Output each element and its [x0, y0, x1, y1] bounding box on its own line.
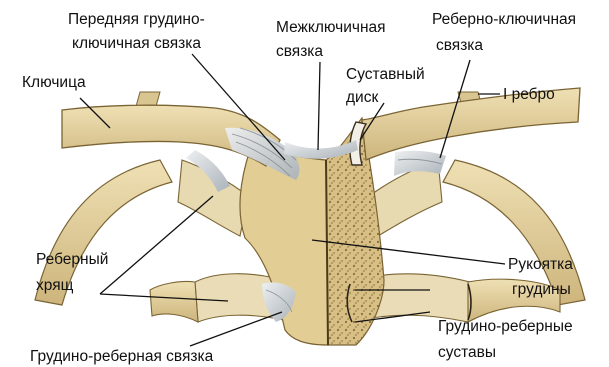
left-lower-rib: [150, 281, 198, 322]
label-sternocostal-ligament: Грудино-реберная связка: [30, 348, 214, 365]
label-sternocostal-joints-line2: суставы: [438, 344, 496, 361]
label-manubrium-line2: грудины: [512, 281, 571, 298]
label-anterior-ligament-line2: ключичная связка: [72, 35, 201, 52]
label-costal-cartilage-line2: хрящ: [36, 277, 74, 294]
label-anterior-ligament-line1: Передняя грудино-: [68, 11, 205, 28]
label-clavicle: Ключица: [22, 74, 86, 91]
label-costoclavicular-line1: Реберно-ключичная: [432, 11, 576, 28]
label-articular-disc-line1: Суставный: [346, 66, 425, 83]
label-costoclavicular-line2: связка: [436, 37, 483, 54]
label-interclavicular-line2: связка: [276, 43, 323, 60]
label-costal-cartilage-line1: Реберный: [36, 251, 108, 268]
label-articular-disc-line2: диск: [346, 89, 378, 106]
label-sternocostal-joints-line1: Грудино-реберные: [438, 318, 573, 335]
label-first-rib: I ребро: [503, 86, 555, 103]
label-manubrium-line1: Рукоятка: [508, 256, 573, 273]
label-interclavicular-line1: Межключичная: [276, 19, 386, 36]
leader-interclavicular: [318, 62, 320, 150]
